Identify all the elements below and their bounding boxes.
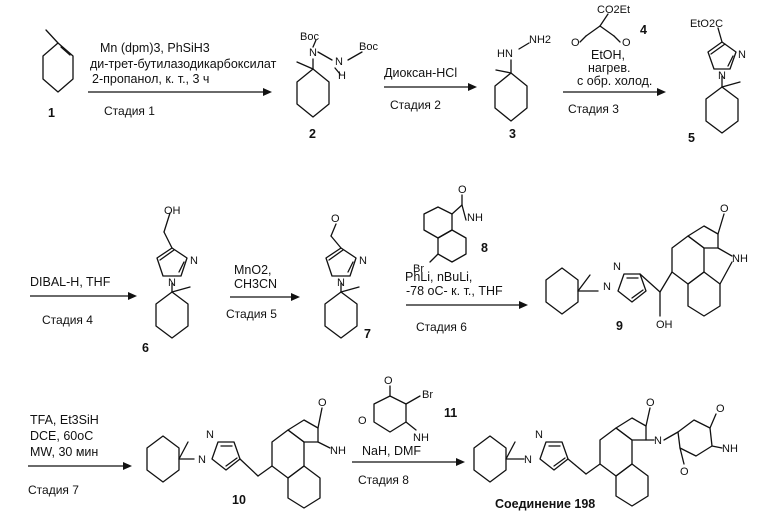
compound-10-n-2: N xyxy=(206,429,214,441)
compound-7-o: O xyxy=(331,213,340,225)
step-3: EtOH, нагрев. с обр. холод. Стадия 3 xyxy=(563,48,666,116)
compound-10-n-1: N xyxy=(198,454,206,466)
step-6: PhLi, nBuLi, -78 oC- к. т., THF Стадия 6 xyxy=(405,270,528,334)
compound-6-label: 6 xyxy=(142,341,149,355)
compound-9-o: O xyxy=(720,203,729,215)
compound-9-n-1: N xyxy=(603,281,611,293)
compound-198-structure xyxy=(474,408,722,506)
compound-1-label: 1 xyxy=(48,106,55,120)
compound-1-structure xyxy=(43,30,73,92)
compound-7-label: 7 xyxy=(364,327,371,341)
step-1-reagent-1: Mn (dpm)3, PhSiH3 xyxy=(100,41,210,55)
compound-9-structure xyxy=(546,214,732,316)
step-6-reagent-1: PhLi, nBuLi, xyxy=(405,270,472,284)
compound-198-n-1: N xyxy=(524,454,532,466)
step-7: TFA, Et3SiH DCE, 60oC MW, 30 мин Стадия … xyxy=(28,413,132,497)
compound-4-label: 4 xyxy=(640,23,647,37)
step-1-stage: Стадия 1 xyxy=(104,104,155,118)
compound-10-label: 10 xyxy=(232,493,246,507)
step-2-reagent: Диоксан-HCl xyxy=(384,66,457,80)
compound-5-label: 5 xyxy=(688,131,695,145)
compound-5-n-2: N xyxy=(738,49,746,61)
step-3-stage: Стадия 3 xyxy=(568,102,619,116)
step-3-reagent-3: с обр. холод. xyxy=(577,74,652,88)
step-5-reagent-2: CH3CN xyxy=(234,277,277,291)
compound-8-nh: NH xyxy=(467,212,483,224)
step-5: MnO2, CH3CN Стадия 5 xyxy=(226,263,300,321)
compound-4-structure xyxy=(580,14,620,42)
step-8-stage: Стадия 8 xyxy=(358,473,409,487)
compound-9-label: 9 xyxy=(616,319,623,333)
step-8: NaH, DMF Стадия 8 xyxy=(352,444,465,487)
compound-2-label: 2 xyxy=(309,127,316,141)
compound-10-nh: NH xyxy=(330,445,346,457)
compound-8-label: 8 xyxy=(481,241,488,255)
compound-6-n-2: N xyxy=(190,255,198,267)
step-7-reagent-2: DCE, 60oC xyxy=(30,429,93,443)
compound-9-oh: OH xyxy=(656,319,673,331)
compound-2-boc-2: Boc xyxy=(359,41,378,53)
step-3-reagent-2: нагрев. xyxy=(588,61,630,75)
compound-6-n-1: N xyxy=(168,277,176,289)
compound-2-n-2: N xyxy=(335,56,343,68)
step-7-reagent-1: TFA, Et3SiH xyxy=(30,413,99,427)
step-6-reagent-2: -78 oC- к. т., THF xyxy=(406,284,503,298)
step-7-reagent-3: MW, 30 мин xyxy=(30,445,98,459)
compound-4-o-1: O xyxy=(571,37,580,49)
step-3-reagent-1: EtOH, xyxy=(591,48,625,62)
compound-198-o-3: O xyxy=(680,466,689,478)
compound-11-o-1: O xyxy=(384,375,393,387)
compound-6-structure xyxy=(156,213,190,338)
compound-11-br: Br xyxy=(422,389,433,401)
compound-4-co2et: CO2Et xyxy=(597,4,630,16)
compound-198-o-2: O xyxy=(716,403,725,415)
compound-2-boc-1: Boc xyxy=(300,31,319,43)
compound-11-nh: NH xyxy=(413,432,429,444)
compound-5-n-1: N xyxy=(718,70,726,82)
compound-198-n-2: N xyxy=(535,429,543,441)
compound-7-n-1: N xyxy=(337,277,345,289)
step-4: DIBAL-H, THF Стадия 4 xyxy=(30,275,137,327)
step-4-reagent: DIBAL-H, THF xyxy=(30,275,111,289)
compound-9-n-2: N xyxy=(613,261,621,273)
compound-11-label: 11 xyxy=(444,406,457,420)
compound-11-o-2: O xyxy=(358,415,367,427)
compound-6-oh: OH xyxy=(164,205,181,217)
step-8-reagent: NaH, DMF xyxy=(362,444,421,458)
compound-3-nh2: NH2 xyxy=(529,34,551,46)
compound-8-structure xyxy=(424,195,466,262)
compound-7-n-2: N xyxy=(359,255,367,267)
step-2: Диоксан-HCl Стадия 2 xyxy=(384,66,477,112)
compound-198-n-3: N xyxy=(654,435,662,447)
step-5-reagent-1: MnO2, xyxy=(234,263,272,277)
compound-3-hn: HN xyxy=(497,48,513,60)
step-1-reagent-3: 2-пропанол, к. т., 3 ч xyxy=(92,72,209,86)
compound-2-n-1: N xyxy=(309,47,317,59)
step-6-stage: Стадия 6 xyxy=(416,320,467,334)
compound-198-label: Соединение 198 xyxy=(495,497,595,511)
compound-5-etooc: EtO2C xyxy=(690,18,723,30)
step-4-stage: Стадия 4 xyxy=(42,313,93,327)
compound-2-h: H xyxy=(338,70,346,82)
compound-8-o: O xyxy=(458,184,467,196)
compound-10-o: O xyxy=(318,397,327,409)
compound-11-structure xyxy=(374,386,420,432)
compound-198-o-1: O xyxy=(646,397,655,409)
step-2-stage: Стадия 2 xyxy=(390,98,441,112)
compound-9-nh: NH xyxy=(732,253,748,265)
step-7-stage: Стадия 7 xyxy=(28,483,79,497)
compound-2-structure xyxy=(297,40,362,117)
compound-198-nh: NH xyxy=(722,443,738,455)
compound-3-label: 3 xyxy=(509,127,516,141)
step-1: Mn (dpm)3, PhSiH3 ди-трет-бутилазодикарб… xyxy=(88,41,277,118)
step-5-stage: Стадия 5 xyxy=(226,307,277,321)
step-1-reagent-2: ди-трет-бутилазодикарбоксилат xyxy=(90,57,277,71)
